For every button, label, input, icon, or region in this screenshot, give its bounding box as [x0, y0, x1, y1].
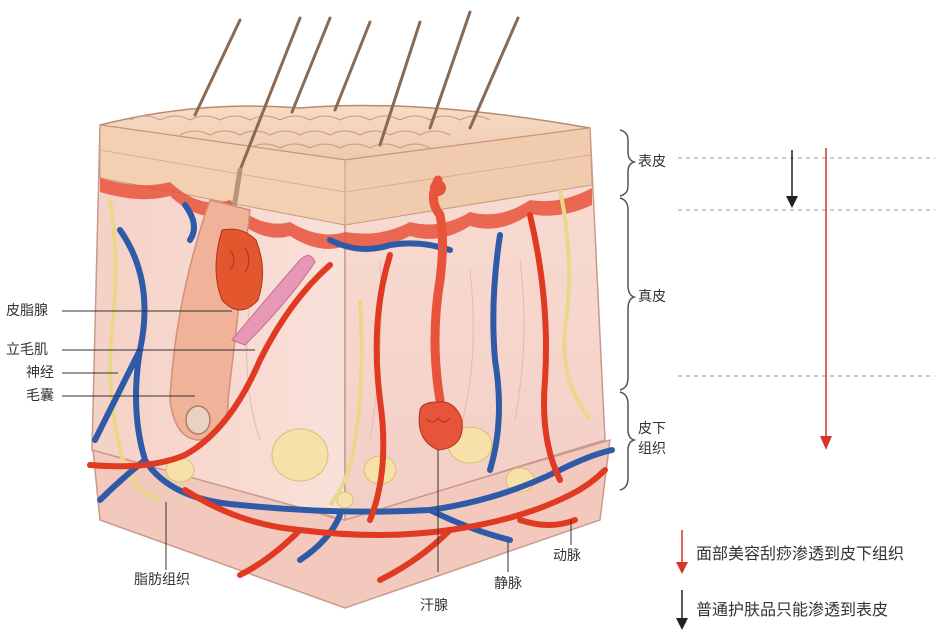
- label-subcutaneous-line2: 组织: [638, 441, 666, 457]
- legend-black-arrow-icon: [676, 590, 688, 630]
- label-arrector-pili: 立毛肌: [6, 342, 48, 358]
- label-hair-follicle: 毛囊: [26, 388, 54, 404]
- sebaceous-gland: [216, 229, 263, 310]
- legend-black-arrow-text: 普通护肤品只能渗透到表皮: [696, 600, 888, 620]
- label-epidermis: 表皮: [638, 154, 666, 170]
- label-dermis: 真皮: [638, 289, 666, 305]
- label-sweat-gland: 汗腺: [420, 598, 448, 614]
- label-adipose-tissue: 脂肪组织: [134, 572, 190, 588]
- label-nerve: 神经: [26, 365, 54, 381]
- black-penetration-arrow: [786, 150, 798, 208]
- legend-red-arrow-text: 面部美容刮痧渗透到皮下组织: [696, 544, 904, 564]
- legend-red-arrow-icon: [676, 530, 688, 574]
- label-sebaceous-gland: 皮脂腺: [6, 303, 48, 319]
- label-artery: 动脉: [553, 548, 581, 564]
- layer-boundaries: [678, 158, 935, 376]
- label-vein: 静脉: [494, 576, 522, 592]
- layer-braces: [620, 130, 634, 490]
- label-subcutaneous-line1: 皮下: [638, 421, 666, 437]
- red-penetration-arrow: [820, 148, 832, 450]
